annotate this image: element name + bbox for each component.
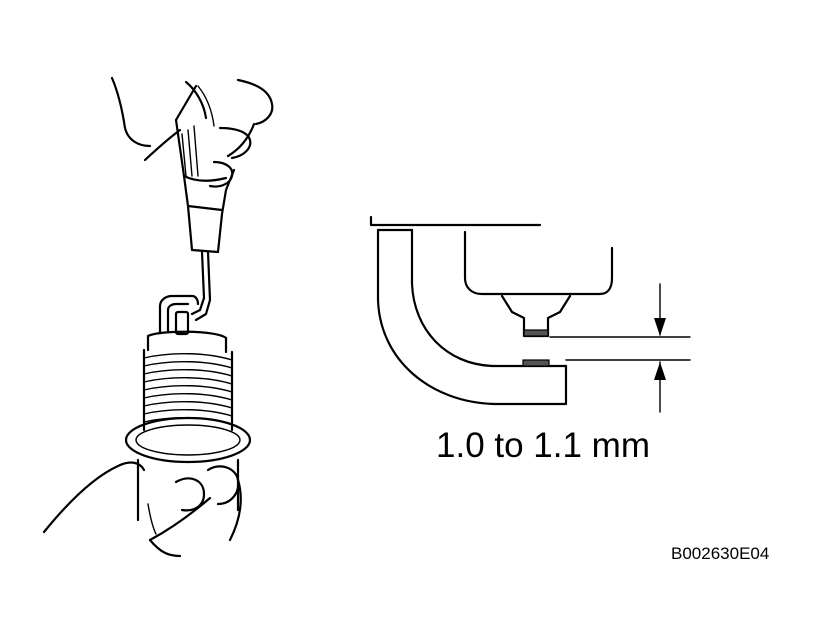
gauge-and-plug-illustration bbox=[42, 76, 274, 558]
gap-spec-label: 1.0 to 1.1 mm bbox=[436, 426, 650, 465]
feeler-gauge bbox=[174, 84, 236, 322]
ground-electrode-tip bbox=[522, 359, 550, 367]
ground-electrode-inner bbox=[410, 228, 568, 368]
lower-hand bbox=[42, 461, 242, 558]
ground-electrode-outer bbox=[376, 228, 568, 406]
centre-electrode-tip bbox=[523, 329, 549, 337]
insulator-body bbox=[463, 230, 614, 296]
electrode-gap-detail bbox=[369, 215, 691, 413]
shell-top-edge bbox=[369, 215, 542, 227]
figure-code: B002630E04 bbox=[671, 544, 770, 563]
spark-plug bbox=[124, 294, 252, 522]
gap-dimension bbox=[549, 283, 691, 413]
